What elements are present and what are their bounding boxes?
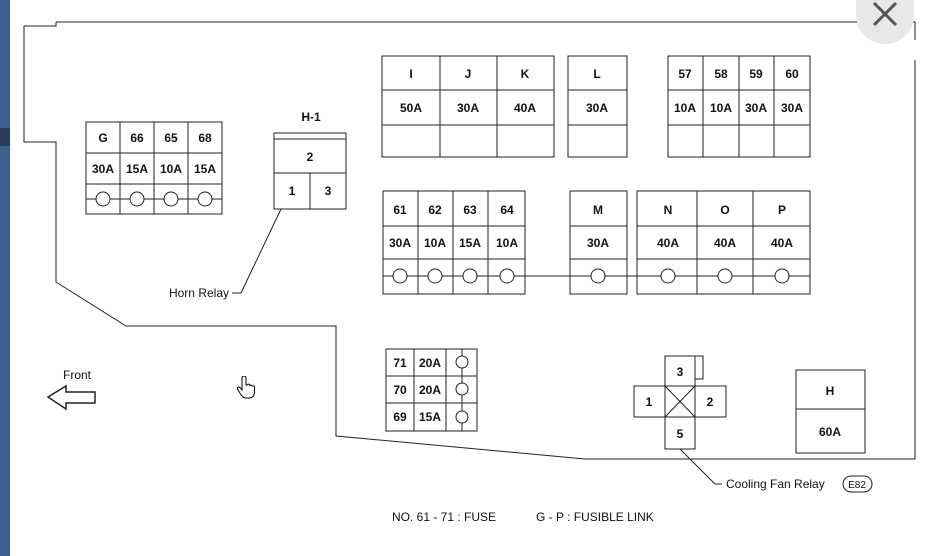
b61-header-2: 63 xyxy=(463,203,477,217)
horn-pin-1: 1 xyxy=(289,184,296,198)
cooling-fan-relay: 3 1 2 5 Cooling Fan Relay E82 xyxy=(633,355,873,493)
horn-pin-3: 3 xyxy=(325,184,332,198)
nop-rating-2: 40A xyxy=(771,236,793,250)
h-header: H xyxy=(826,384,835,398)
hand-pointer-icon xyxy=(236,375,256,405)
window-edge xyxy=(0,0,10,556)
b57-rating-2: 30A xyxy=(745,101,767,115)
fan-pin-1: 1 xyxy=(646,395,653,409)
front-arrow-icon xyxy=(46,384,96,411)
fan-pin-5: 5 xyxy=(677,427,684,441)
h-rating: 60A xyxy=(819,425,841,439)
g-header-0: G xyxy=(98,131,107,145)
connector-badge xyxy=(842,475,873,493)
window-edge-notch xyxy=(0,128,10,146)
fusible-link-h: H 60A xyxy=(795,369,866,454)
b61-rating-2: 15A xyxy=(459,236,481,250)
g-rating-3: 15A xyxy=(194,162,216,176)
g-rating-2: 10A xyxy=(160,162,182,176)
legend-fuse: NO. 61 - 71 : FUSE xyxy=(392,510,496,524)
nop-rating-1: 40A xyxy=(714,236,736,250)
nop-header-0: N xyxy=(664,203,673,217)
b61-rating-3: 10A xyxy=(496,236,518,250)
small-num-1: 70 xyxy=(393,383,407,397)
g-rating-0: 30A xyxy=(92,162,114,176)
fuse-block-69-71: 71 20A 70 20A 69 15A xyxy=(385,348,478,432)
b57-header-0: 57 xyxy=(678,67,692,81)
small-num-0: 71 xyxy=(393,356,407,370)
front-label: Front xyxy=(63,368,92,382)
nop-header-1: O xyxy=(720,203,729,217)
small-num-2: 69 xyxy=(393,410,407,424)
small-amp-0: 20A xyxy=(419,356,441,370)
ijk-rating-0: 50A xyxy=(400,101,422,115)
horn-relay-header: H-1 xyxy=(301,110,321,124)
b57-header-3: 60 xyxy=(785,67,799,81)
g-header-3: 68 xyxy=(198,131,212,145)
b57-rating-0: 10A xyxy=(674,101,696,115)
fuse-block-61-64: 61 62 63 64 30A 10A 15A 10A xyxy=(382,190,526,295)
b61-header-3: 64 xyxy=(500,203,514,217)
small-amp-2: 15A xyxy=(419,410,441,424)
g-rating-1: 15A xyxy=(126,162,148,176)
nop-header-2: P xyxy=(778,203,786,217)
fusible-link-n-p: N O P 40A 40A 40A xyxy=(636,190,811,295)
fusible-link-m: M 30A xyxy=(569,190,628,295)
b57-rating-3: 30A xyxy=(781,101,803,115)
ijk-rating-1: 30A xyxy=(457,101,479,115)
b57-header-1: 58 xyxy=(714,67,728,81)
fuse-block-g-68: G 66 65 68 30A 15A 10A 15A xyxy=(85,121,223,215)
l-rating: 30A xyxy=(586,101,608,115)
fan-pin-3: 3 xyxy=(677,365,684,379)
b57-rating-1: 10A xyxy=(710,101,732,115)
m-header: M xyxy=(593,203,603,217)
nop-rating-0: 40A xyxy=(657,236,679,250)
ijk-header-2: K xyxy=(521,67,530,81)
b61-header-1: 62 xyxy=(428,203,442,217)
horn-relay: H-1 2 1 3 Horn Relay xyxy=(169,110,347,300)
close-icon xyxy=(872,1,898,27)
b61-header-0: 61 xyxy=(393,203,407,217)
l-header: L xyxy=(593,67,600,81)
ijk-rating-2: 40A xyxy=(514,101,536,115)
b61-rating-0: 30A xyxy=(389,236,411,250)
fan-relay-label: Cooling Fan Relay xyxy=(726,477,825,491)
fan-connector-label: E82 xyxy=(848,480,866,491)
fuse-block-57-60: 57 58 59 60 10A 10A 30A 30A xyxy=(667,55,811,158)
legend-fusible-link: G - P : FUSIBLE LINK xyxy=(536,510,654,524)
ijk-header-1: J xyxy=(465,67,472,81)
m-rating: 30A xyxy=(587,236,609,250)
fan-pin-2: 2 xyxy=(707,395,714,409)
small-amp-1: 20A xyxy=(419,383,441,397)
g-header-1: 66 xyxy=(130,131,144,145)
g-header-2: 65 xyxy=(164,131,178,145)
b57-header-2: 59 xyxy=(749,67,763,81)
ijk-header-0: I xyxy=(409,67,412,81)
fusible-link-l: L 30A xyxy=(567,55,628,158)
fusible-link-i-k: I J K 50A 30A 40A xyxy=(381,55,555,158)
horn-relay-label: Horn Relay xyxy=(169,286,229,300)
horn-pin-2: 2 xyxy=(307,150,314,164)
b61-rating-1: 10A xyxy=(424,236,446,250)
front-indicator: Front xyxy=(46,368,96,411)
